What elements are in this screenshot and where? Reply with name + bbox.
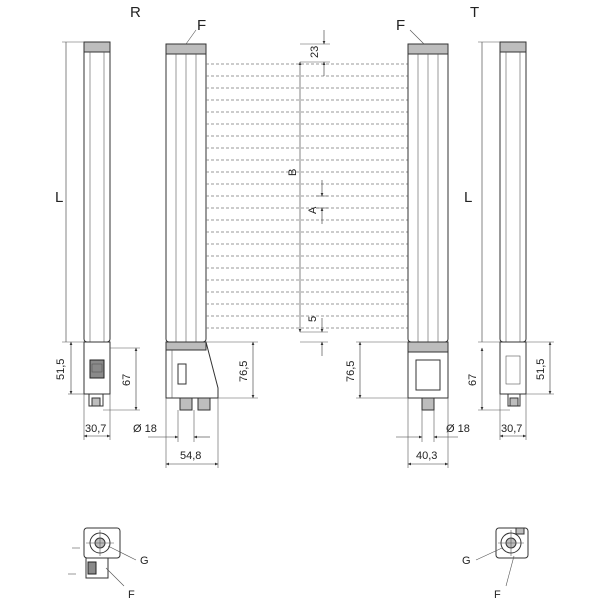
length-label-right: L — [464, 189, 472, 206]
height-total-right: 67 — [467, 374, 479, 386]
height-conn-left: 51,5 — [55, 359, 67, 380]
beam-pitch-label: A — [307, 206, 319, 214]
bracket-width-right: 40,3 — [416, 450, 437, 462]
transmitter-top-view — [495, 527, 529, 559]
bracket-width-left: 54,8 — [180, 450, 201, 462]
receiver-side-view — [83, 41, 111, 407]
bracket-dim-right: 76,5 — [345, 361, 357, 382]
f-label-bottom-left: F — [128, 589, 135, 600]
transmitter-label: T — [470, 4, 479, 21]
receiver-top-view — [68, 527, 121, 579]
beam-span-label: B — [287, 169, 299, 176]
diameter-right: Ø 18 — [446, 423, 470, 435]
top-offset-dim: 23 — [309, 46, 321, 58]
transmitter-side-view — [499, 41, 527, 407]
g-label-right: G — [462, 555, 471, 567]
diameter-left: Ø 18 — [133, 423, 157, 435]
width-right: 30,7 — [501, 423, 522, 435]
transmitter-front-view — [407, 43, 449, 411]
f-label-bottom-right: F — [494, 589, 501, 600]
height-conn-right: 51,5 — [535, 359, 547, 380]
bottom-offset-dim: 5 — [307, 316, 319, 322]
receiver-front-view — [165, 43, 219, 411]
f-label-top-right: F — [396, 17, 405, 34]
length-label-left: L — [55, 189, 63, 206]
bracket-dim-left: 76,5 — [238, 361, 250, 382]
light-beam-grid — [206, 63, 408, 329]
receiver-label: R — [130, 4, 141, 21]
width-left: 30,7 — [85, 423, 106, 435]
g-label-left: G — [140, 555, 149, 567]
f-label-top-left: F — [197, 17, 206, 34]
height-total-left: 67 — [121, 374, 133, 386]
